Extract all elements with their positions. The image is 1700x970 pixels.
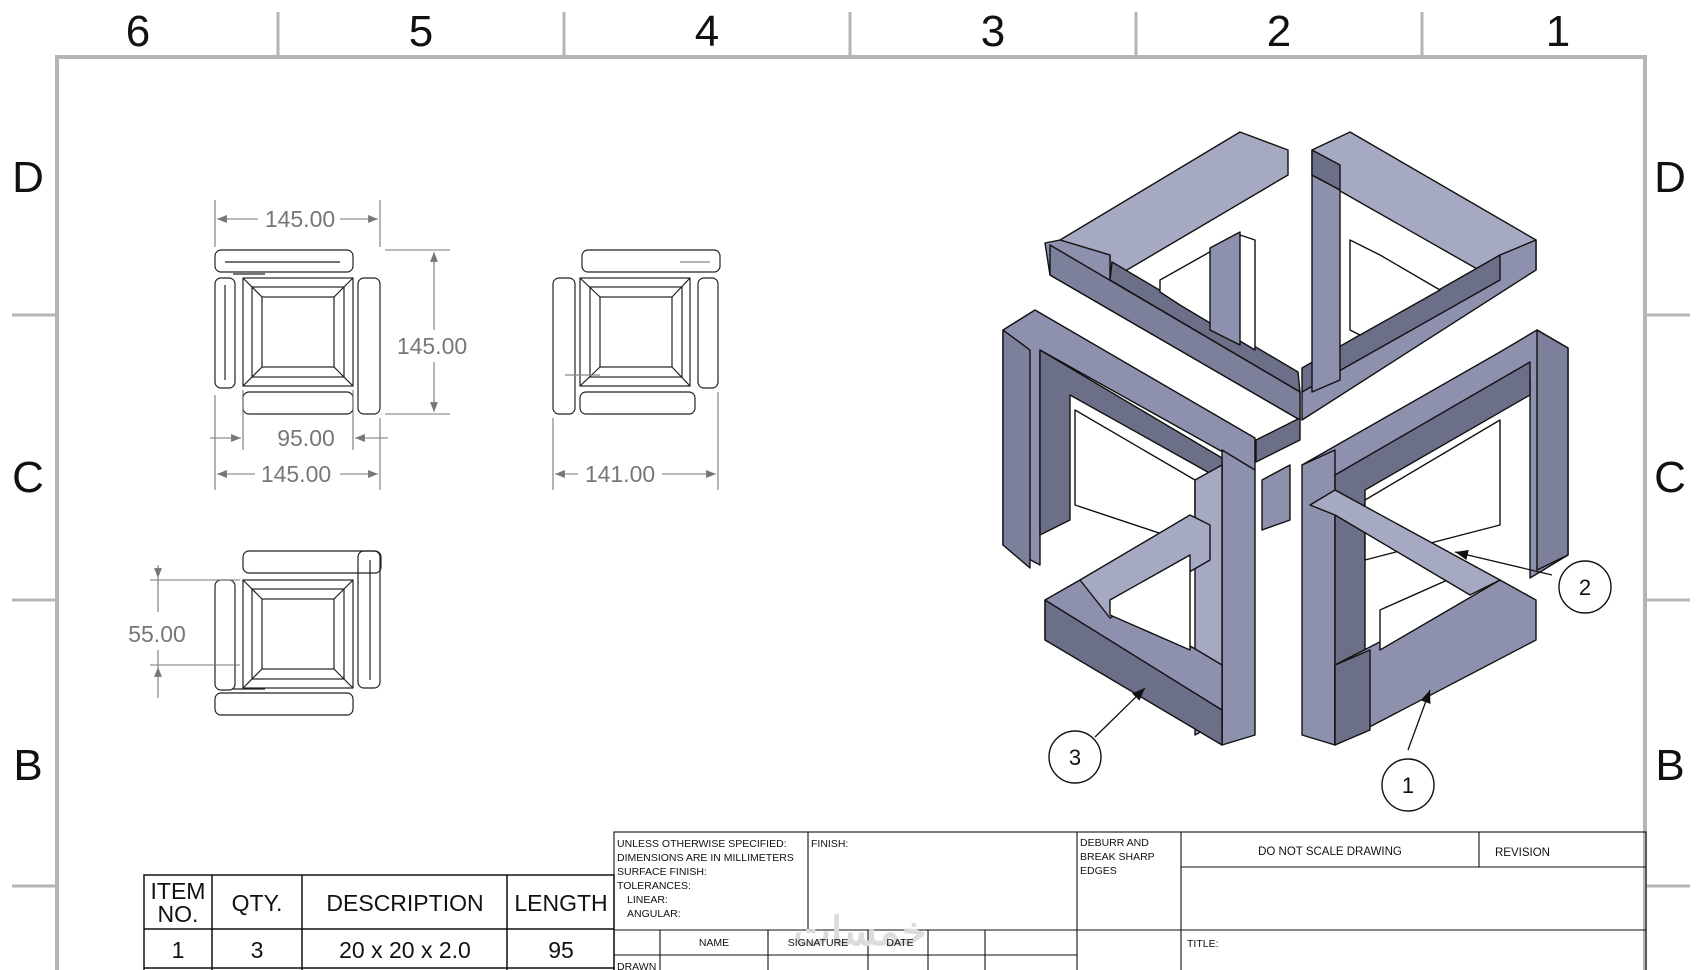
tb-date: DATE: [886, 937, 913, 949]
balloon-leaders: [1094, 549, 1553, 751]
frame-lower-left: [1044, 514, 1223, 746]
dim-side-width: 141.00: [585, 461, 655, 487]
dim-right-height: 145.00: [397, 333, 467, 359]
tb-revision: REVISION: [1495, 847, 1550, 859]
tb-note-6: ANGULAR:: [627, 908, 681, 920]
bom-header-item-line2: NO.: [158, 901, 199, 927]
zone-row-d-right: D: [1654, 153, 1686, 202]
tb-finish: FINISH:: [811, 838, 848, 850]
tb-deburr-2: BREAK SHARP: [1080, 851, 1155, 863]
bom-row-item: 1: [172, 937, 185, 963]
balloon-3-label: 3: [1069, 745, 1081, 770]
tb-title: TITLE:: [1187, 938, 1219, 950]
bom-header-qty: QTY.: [232, 890, 283, 916]
dim-top-width: 145.00: [265, 206, 335, 232]
side-view: [552, 249, 721, 415]
tb-note-2: DIMENSIONS ARE IN MILLIMETERS: [617, 852, 794, 864]
dim-small-height: 55.00: [128, 621, 186, 647]
dim-bottom-width: 145.00: [261, 461, 331, 487]
tb-do-not-scale: DO NOT SCALE DRAWING: [1258, 846, 1402, 858]
tb-note-4: TOLERANCES:: [617, 880, 691, 892]
bom-row-length: 95: [548, 937, 574, 963]
frame-center-lower: [1261, 464, 1291, 531]
tb-name: NAME: [699, 937, 729, 949]
zone-col-4: 4: [695, 7, 719, 56]
zone-row-c-right: C: [1654, 453, 1686, 502]
tb-deburr-1: DEBURR AND: [1080, 837, 1149, 849]
balloon-2-label: 2: [1579, 575, 1591, 600]
zone-col-2: 2: [1267, 7, 1291, 56]
sheet-border: [12, 12, 1690, 970]
zone-col-3: 3: [981, 7, 1005, 56]
zone-row-d-left: D: [12, 153, 44, 202]
bom-header-length: LENGTH: [514, 890, 607, 916]
bom-header-description: DESCRIPTION: [326, 890, 483, 916]
tb-note-1: UNLESS OTHERWISE SPECIFIED:: [617, 838, 787, 850]
title-block: [613, 831, 1647, 970]
zone-row-b-left: B: [13, 741, 42, 790]
tb-signature: SIGNATURE: [788, 937, 848, 949]
frame-upper-left: [1044, 131, 1301, 421]
balloon-3: [1048, 730, 1102, 784]
dim-inner-width: 95.00: [277, 425, 335, 451]
frame-center: [1255, 417, 1301, 463]
zone-row-c-left: C: [12, 453, 44, 502]
zone-col-5: 5: [409, 7, 433, 56]
zone-col-1: 1: [1546, 7, 1570, 56]
bom-row-qty: 3: [251, 937, 264, 963]
isometric-view: [1002, 131, 1569, 746]
dimension-lines: [150, 200, 719, 698]
zone-col-6: 6: [126, 7, 150, 56]
watermark: خمسات: [793, 910, 926, 954]
tb-note-3: SURFACE FINISH:: [617, 866, 707, 878]
balloon-1-label: 1: [1402, 773, 1414, 798]
frame-right: [1301, 329, 1569, 746]
zone-row-b-right: B: [1655, 741, 1684, 790]
tb-note-5: LINEAR:: [627, 894, 668, 906]
balloon-2: [1558, 560, 1612, 614]
bom-row-description: 20 x 20 x 2.0: [339, 937, 471, 963]
frame-upper-right: [1301, 131, 1537, 421]
frame-lower-right: [1309, 489, 1537, 746]
balloon-1: [1381, 758, 1435, 812]
tb-deburr-3: EDGES: [1080, 865, 1117, 877]
top-view: [214, 550, 382, 716]
front-view: [214, 249, 381, 415]
bom-header-item-line1: ITEM: [151, 878, 206, 904]
tb-drawn: DRAWN: [617, 961, 656, 970]
